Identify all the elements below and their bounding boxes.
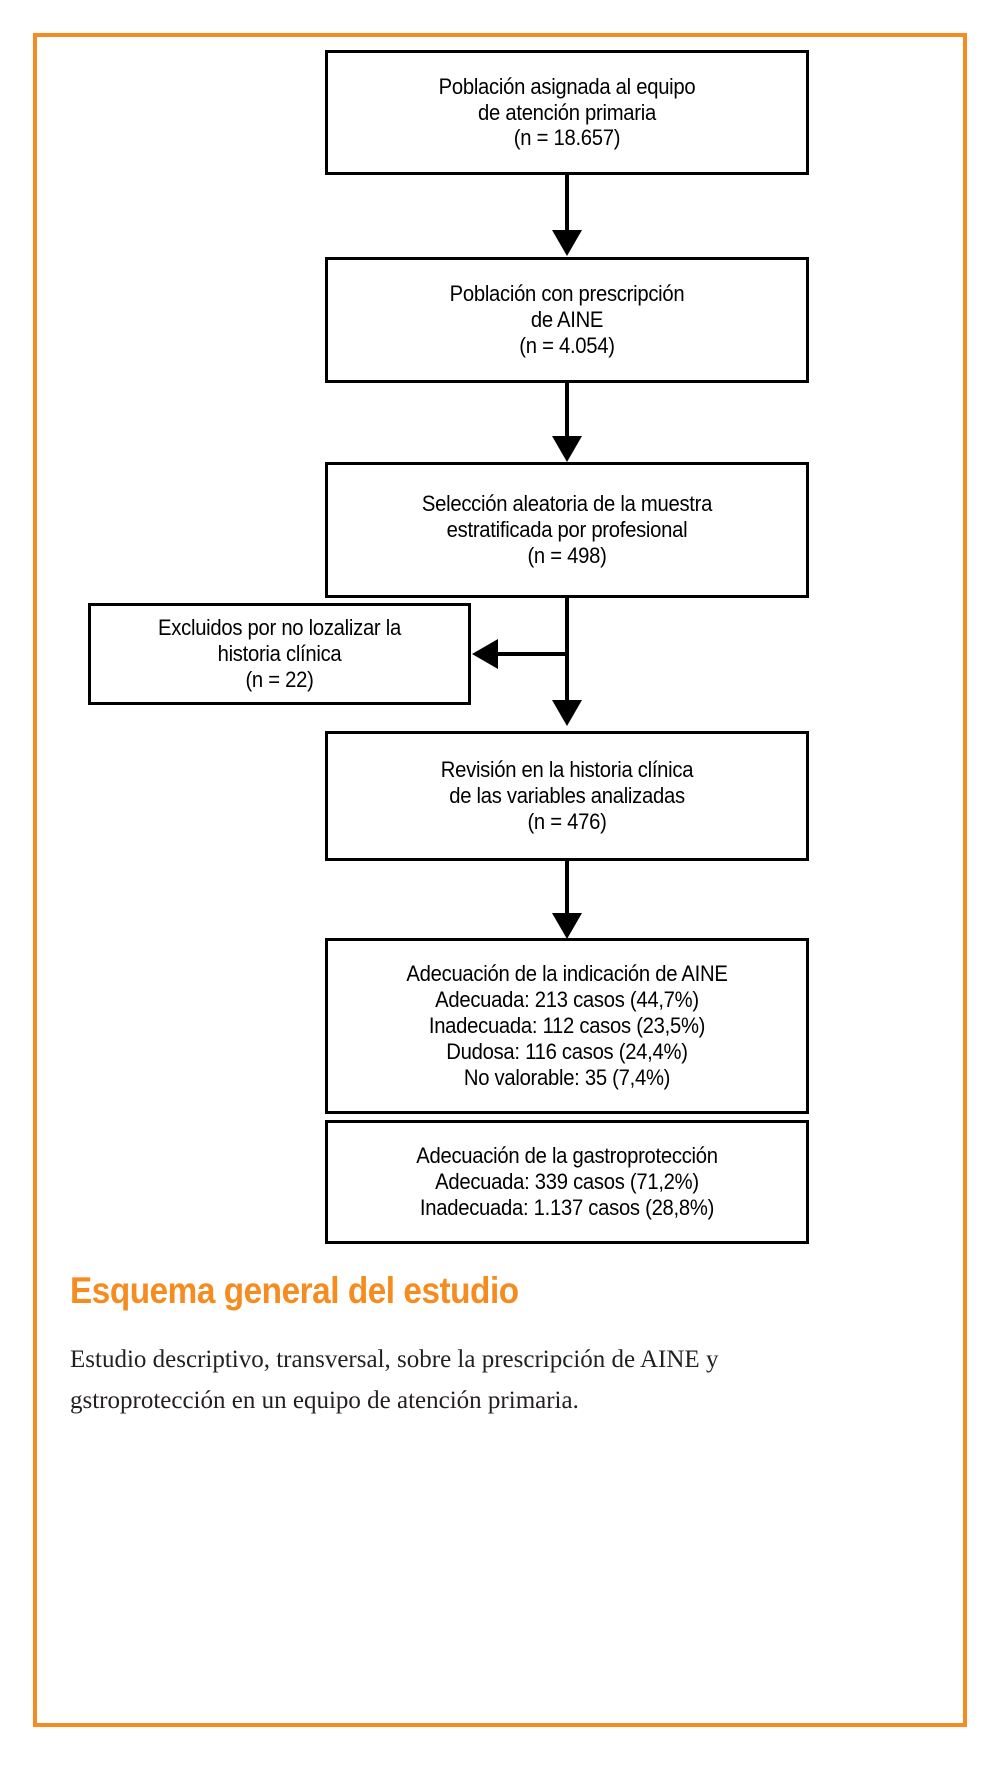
arrowhead-down-2 [552, 436, 582, 462]
node-line: Revisión en la historia clínica [440, 757, 694, 783]
node-line: Dudosa: 116 casos (24,4%) [446, 1038, 688, 1064]
flow-node-revision-historia: Revisión en la historia clínica de las v… [325, 731, 809, 861]
connector-line-excluidos-branch [498, 652, 567, 656]
flow-node-adecuacion-indicacion: Adecuación de la indicación de AINE Adec… [325, 938, 809, 1114]
node-line: Adecuada: 213 casos (44,7%) [435, 987, 699, 1013]
flow-node-adecuacion-gastroproteccion: Adecuación de la gastroprotección Adecua… [325, 1120, 809, 1244]
arrowhead-left-excluidos [472, 639, 498, 669]
node-line: Inadecuada: 1.137 casos (28,8%) [419, 1194, 715, 1220]
figure-caption-title: Esquema general del estudio [70, 1270, 870, 1312]
flow-node-poblacion-prescripcion: Población con prescripción de AINE (n = … [325, 257, 809, 383]
node-line: (n = 476) [527, 808, 607, 834]
node-line: Adecuación de la indicación de AINE [406, 961, 728, 987]
node-line: No valorable: 35 (7,4%) [463, 1064, 671, 1090]
arrowhead-down-1 [552, 230, 582, 256]
figure-caption-body: Estudio descriptivo, transversal, sobre … [70, 1346, 719, 1414]
arrowhead-down-4 [552, 913, 582, 939]
connector-line-4 [565, 861, 569, 921]
node-line: historia clínica [217, 641, 342, 667]
node-line: de AINE [530, 307, 604, 333]
flow-node-excluidos: Excluidos por no lozalizar la historia c… [88, 603, 471, 705]
connector-line-3-trunk [565, 598, 569, 703]
node-line: (n = 22) [245, 666, 314, 692]
node-line: Población asignada al equipo [438, 73, 696, 99]
flow-node-seleccion-aleatoria: Selección aleatoria de la muestra estrat… [325, 462, 809, 598]
node-line: de atención primaria [478, 99, 656, 125]
connector-line-2 [565, 383, 569, 441]
node-line: estratificada por profesional [446, 517, 688, 543]
node-line: Inadecuada: 112 casos (23,5%) [428, 1013, 706, 1039]
caption-title-text: Esquema general del estudio [70, 1270, 519, 1311]
node-line: (n = 498) [527, 542, 607, 568]
node-line: Adecuación de la gastroprotección [416, 1143, 718, 1169]
node-line: Excluidos por no lozalizar la [158, 615, 401, 641]
arrowhead-down-3 [552, 700, 582, 726]
flow-node-poblacion-asignada: Población asignada al equipo de atención… [325, 50, 809, 175]
node-line: Selección aleatoria de la muestra [421, 491, 713, 517]
node-line: Población con prescripción [449, 281, 685, 307]
node-line: (n = 18.657) [513, 125, 621, 151]
node-line: Adecuada: 339 casos (71,2%) [435, 1169, 699, 1195]
connector-line-1 [565, 175, 569, 232]
node-line: de las variables analizadas [449, 783, 685, 809]
node-line: (n = 4.054) [519, 332, 615, 358]
